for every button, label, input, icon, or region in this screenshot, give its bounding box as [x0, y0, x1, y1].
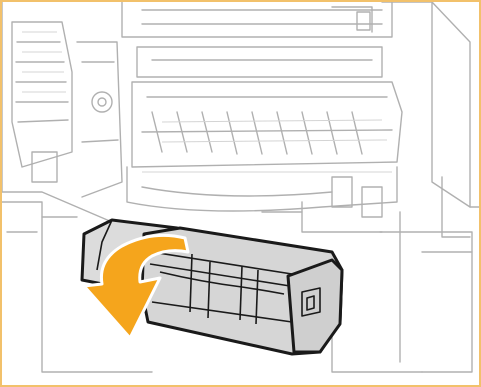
printer-illustration	[2, 2, 479, 385]
illustration-frame	[0, 0, 481, 387]
